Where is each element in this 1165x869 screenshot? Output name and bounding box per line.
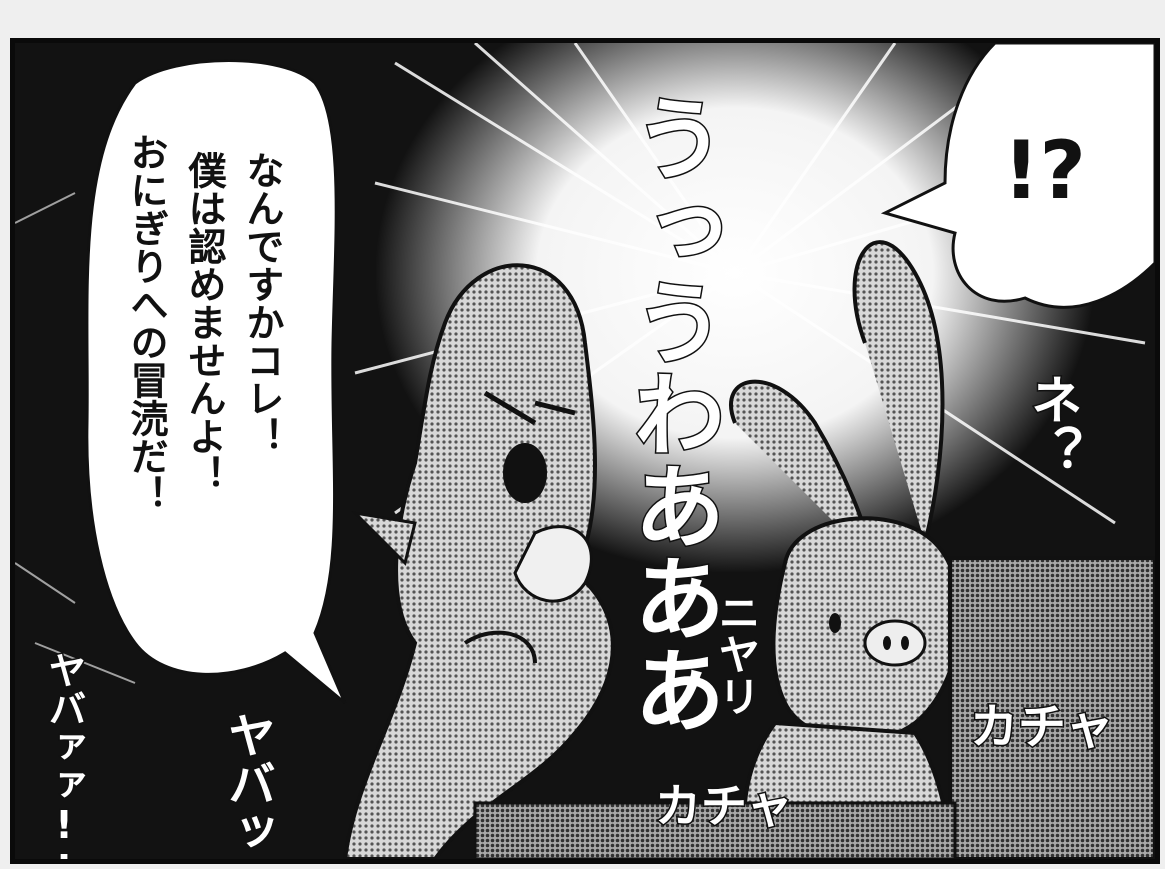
sfx-nyari: ニヤリ (711, 590, 763, 719)
left-speed-lines (15, 192, 136, 684)
desk (473, 801, 957, 859)
sfx-ne: ネ？ (1020, 372, 1083, 479)
sfx-yaba-2: ヤバァァ!! (41, 650, 88, 864)
manga-panel: なんですかコレ！ 僕は認めませんよ！ おにぎりへの冒涜だ！ !? うっうわあああ… (10, 38, 1160, 864)
sfx-kacha-1: カチャ (969, 699, 1116, 755)
main-speech-bubble (85, 59, 347, 705)
sfx-kacha-2: カチャ (654, 779, 795, 833)
angry-character (342, 263, 615, 859)
dialogue-line-1: なんですかコレ！ (240, 151, 284, 455)
sfx-yaba-1: ヤバッ (218, 710, 277, 857)
dialogue-line-2: 僕は認めませんよ！ (182, 151, 226, 493)
surprise-text: !? (1003, 124, 1086, 217)
computer-case (948, 556, 1155, 859)
dialogue-line-3: おにぎりへの冒涜だ！ (124, 133, 168, 513)
panel-artwork (15, 43, 1155, 859)
surprise-bubble (880, 43, 1155, 309)
sfx-wail: うっうわあああ (617, 90, 727, 737)
bunny-character (729, 240, 962, 859)
